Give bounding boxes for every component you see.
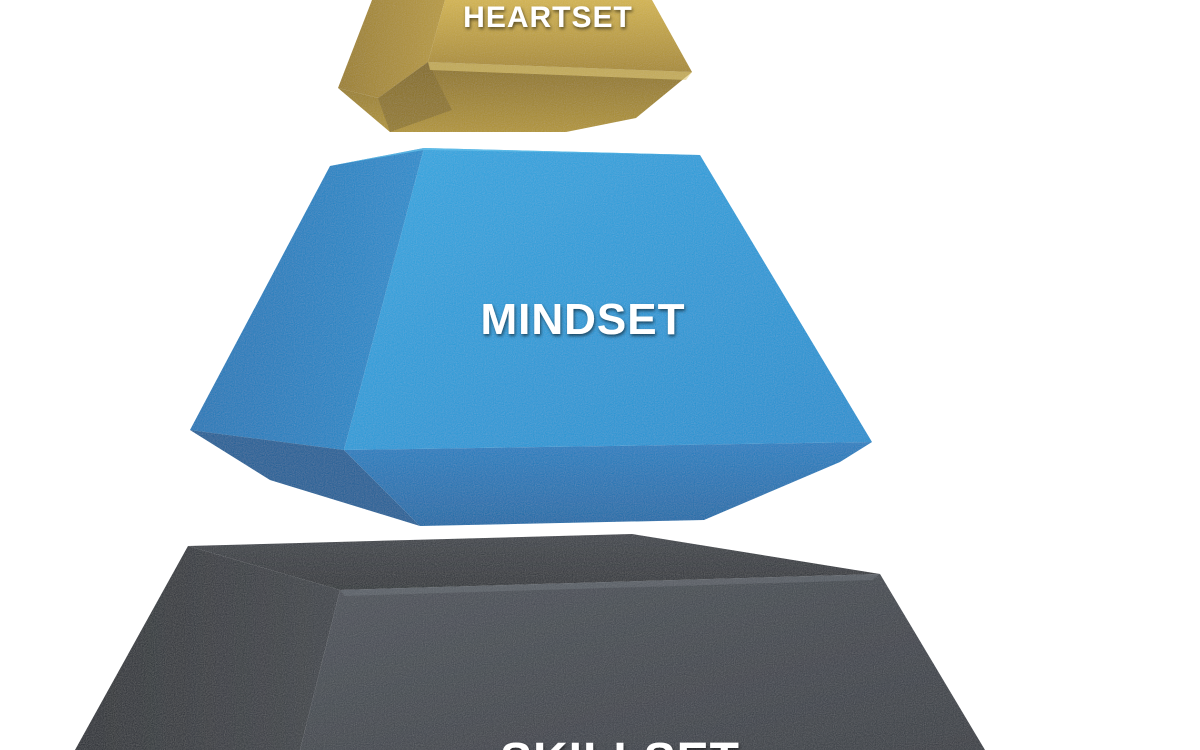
skillset-label: SKILLSET [500,734,740,750]
mindset-bottom-face [344,442,872,526]
mindset-block [190,148,872,526]
heartset-block [338,0,692,132]
mindset-left-face [190,148,424,450]
skillset-top-face [188,534,880,590]
heartset-label: HEARTSET [463,1,633,34]
skillset-left-face [75,546,340,750]
heartset-front-face [428,0,692,72]
heartset-left-face [338,0,445,98]
mindset-front-face [344,148,872,450]
mindset-label: MINDSET [481,295,686,344]
skillset-rim-highlight [340,574,880,596]
skillset-front-face [300,574,985,750]
mindset-bottom-left-face [190,430,420,526]
heartset-ledge [428,62,692,80]
heartset-bottom-shade [378,62,452,132]
mindset-top-face [330,148,700,166]
skillset-block [75,534,985,750]
